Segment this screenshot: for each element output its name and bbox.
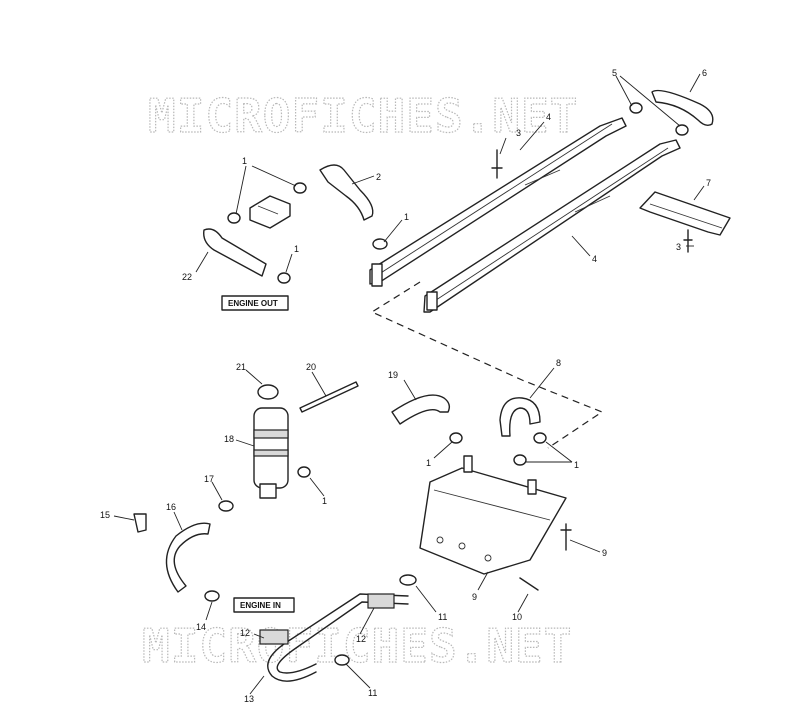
heat-exchanger-tank <box>419 455 567 575</box>
clamp-1b <box>293 182 307 194</box>
callout-15: 15 <box>100 510 110 520</box>
bolt-bracket <box>683 229 693 253</box>
engine-in-label: ENGINE IN <box>240 601 281 610</box>
clamp-1d <box>372 238 388 250</box>
callout-1: 1 <box>426 458 431 468</box>
callout-18: 18 <box>224 434 234 444</box>
callout-10: 10 <box>512 612 522 622</box>
callout-8: 8 <box>556 358 561 368</box>
callout-7: 7 <box>706 178 711 188</box>
callout-1: 1 <box>404 212 409 222</box>
clamp-14 <box>204 590 220 602</box>
callout-1: 1 <box>322 496 327 506</box>
clamp-1f <box>533 432 547 444</box>
watermark-top: MICROFICHES.NET <box>148 89 578 143</box>
callout-1: 1 <box>574 460 579 470</box>
callout-21: 21 <box>236 362 246 372</box>
clamp-11a <box>399 574 417 586</box>
thermostat-housing <box>249 195 291 229</box>
clamp-5a <box>629 102 643 114</box>
callout-1: 1 <box>242 156 247 166</box>
callout-3: 3 <box>676 242 681 252</box>
hose-22 <box>203 228 267 277</box>
coolant-route-dashed-line <box>370 281 604 449</box>
callout-11: 11 <box>438 612 447 622</box>
tank-bolt <box>560 523 572 551</box>
callout-6: 6 <box>702 68 707 78</box>
callout-19: 19 <box>388 370 398 380</box>
engine-in-box <box>233 597 295 613</box>
clamp-1c <box>277 272 291 284</box>
callout-4: 4 <box>592 254 597 264</box>
tank-screw <box>519 577 539 591</box>
spring-12b <box>259 629 289 645</box>
hose-19 <box>391 394 451 425</box>
fitting-15 <box>133 513 147 533</box>
callout-14: 14 <box>196 622 206 632</box>
coolant-reservoir <box>253 407 289 499</box>
clamp-5b <box>675 124 689 136</box>
hose-upper-right <box>651 89 714 127</box>
hose-8 <box>499 397 541 437</box>
bolt-upper <box>491 149 503 179</box>
callout-4: 4 <box>546 112 551 122</box>
heat-exchanger-upper <box>369 117 627 287</box>
callout-11: 11 <box>368 688 377 698</box>
clamp-1a <box>227 212 241 224</box>
callout-16: 16 <box>166 502 176 512</box>
callout-2: 2 <box>376 172 381 182</box>
engine-out-label: ENGINE OUT <box>228 299 278 308</box>
watermark-bottom: MICROFICHES.NET <box>142 619 572 673</box>
spring-12a <box>367 593 395 609</box>
callout-12: 12 <box>240 628 250 638</box>
dipstick-rod <box>299 381 359 413</box>
callout-12: 12 <box>356 634 366 644</box>
hose-2 <box>319 164 374 221</box>
callout-22: 22 <box>182 272 192 282</box>
reservoir-cap <box>257 384 279 400</box>
callout-13: 13 <box>244 694 254 704</box>
clamp-1h <box>297 466 311 478</box>
callout-1: 1 <box>294 244 299 254</box>
callout-17: 17 <box>204 474 214 484</box>
heat-exchanger-lower <box>423 139 681 313</box>
callout-5: 5 <box>612 68 617 78</box>
clamp-1g <box>513 454 527 466</box>
callout-20: 20 <box>306 362 316 372</box>
clamp-17 <box>218 500 234 512</box>
callout-9: 9 <box>602 548 607 558</box>
clamp-11b <box>334 654 350 666</box>
clamp-1e <box>449 432 463 444</box>
hose-16 <box>165 522 211 593</box>
engine-out-box <box>221 295 289 311</box>
callout-9: 9 <box>472 592 477 602</box>
callout-3: 3 <box>516 128 521 138</box>
mounting-bracket <box>639 191 731 236</box>
